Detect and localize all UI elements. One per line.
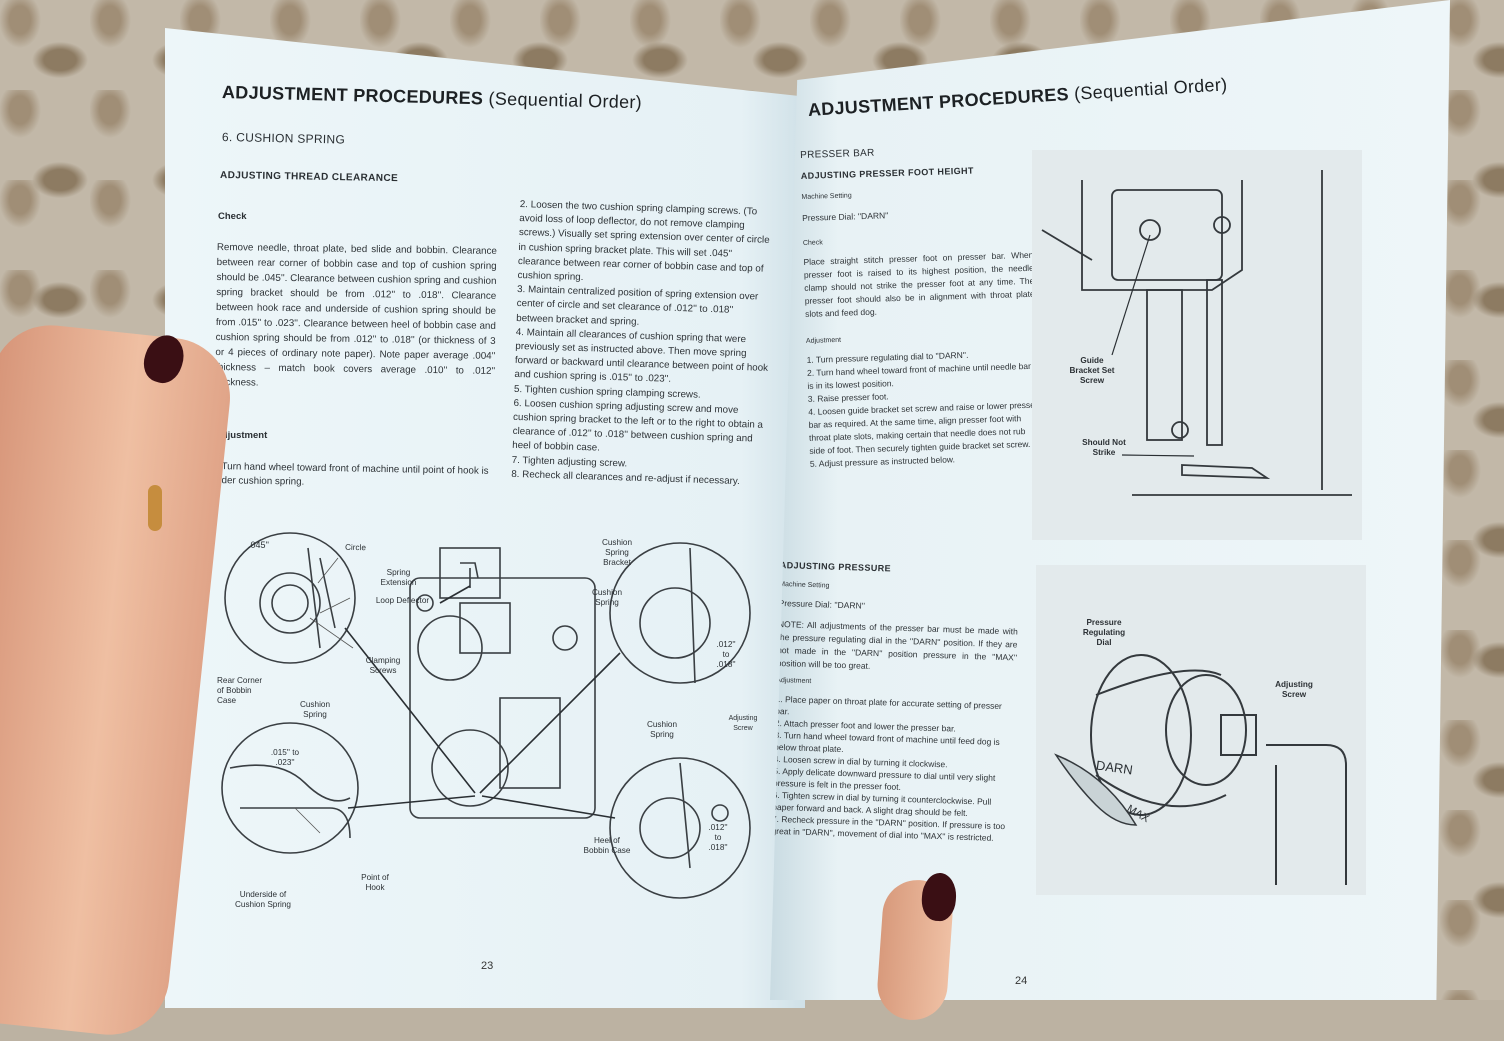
pressure-dial-label: Pressure Regulating Dial: [1082, 618, 1126, 647]
adjusting-pressure-heading: ADJUSTING PRESSURE: [779, 560, 892, 574]
check-text-right: Place straight stitch presser foot on pr…: [803, 249, 1035, 319]
step-2: 2. Loosen the two cushion spring clampin…: [517, 198, 770, 284]
left-page: ADJUSTMENT PROCEDURES (Sequential Order)…: [165, 28, 805, 1008]
check-heading-right: Check: [802, 239, 823, 247]
check-heading: Check: [218, 211, 247, 222]
cushion-spring-label: Cushion Spring: [299, 700, 331, 719]
heel-label: Heel of Bobbin Case: [583, 836, 631, 855]
right-page: ADJUSTMENT PROCEDURES (Sequential Order)…: [770, 0, 1450, 1000]
underside-label: Underside of Cushion Spring: [235, 890, 291, 909]
detail-circle-top-right: [609, 542, 751, 684]
cushion-spring-label-2: Cushion Spring: [591, 588, 623, 607]
dim-012-018-label-2: .012'' to .018'': [708, 823, 728, 852]
adjustment-heading: Adjustment: [215, 430, 268, 441]
pressure-dial-figure: [1036, 565, 1366, 895]
adjusting-screw-label: Adjusting Screw: [728, 715, 758, 732]
page-number-24: 24: [1015, 975, 1028, 987]
bracket-inset: [439, 547, 501, 599]
cushion-spring-figure: .045'': [221, 532, 751, 899]
detail-circle-bottom-right: [609, 757, 751, 899]
pressure-dial-1: Pressure Dial: ''DARN'': [801, 210, 889, 223]
right-page-title: ADJUSTMENT PROCEDURES (Sequential Order): [807, 74, 1228, 120]
presser-bar-note: NOTE: All adjustments of the presser bar…: [776, 618, 1019, 671]
point-of-hook-label: Point of Hook: [361, 873, 389, 892]
adjusting-screw-label-right: Adjusting Screw: [1275, 680, 1313, 699]
machine-setting-heading: Machine Setting: [801, 192, 852, 201]
ring: [148, 485, 162, 531]
page-number-23: 23: [481, 960, 494, 972]
clamping-screws-label: Clamping Screws: [365, 656, 401, 675]
step-1: 1. Turn hand wheel toward front of machi…: [210, 461, 489, 488]
dim-012-018-label: .012'' to .018'': [716, 640, 736, 669]
detail-circle-top-left: [224, 532, 356, 664]
adjust-steps: 1. Turn pressure regulating dial to ''DA…: [806, 349, 1038, 469]
detail-circle-bottom-left: [221, 722, 359, 854]
presser-bar-column: PRESSER BAR ADJUSTING PRESSER FOOT HEIGH…: [800, 143, 1040, 471]
adjustment-heading-right-2: Adjustment: [776, 676, 812, 686]
rear-corner-label: Rear Corner of Bobbin Case: [217, 676, 263, 705]
dim-045-label: .045'': [248, 540, 269, 550]
left-page-title: ADJUSTMENT PROCEDURES (Sequential Order): [221, 82, 643, 113]
check-text: Remove needle, throat plate, bed slide a…: [214, 241, 497, 389]
pressure-column: ADJUSTING PRESSURE Machine Setting Press…: [771, 560, 1020, 844]
spring-extension-label: Spring Extension: [380, 568, 417, 587]
cushion-spring-label-3: Cushion Spring: [646, 720, 678, 739]
cushion-spring-bracket-label: Cushion Spring Bracket: [601, 538, 633, 567]
circle-label: Circle: [344, 542, 367, 553]
dim-015-023-label: .015'' to .023'': [270, 748, 300, 767]
presser-bar-heading: PRESSER BAR: [800, 147, 875, 161]
foot-height-heading: ADJUSTING PRESSER FOOT HEIGHT: [800, 165, 975, 181]
guide-bracket-label: Guide Bracket Set Screw: [1069, 356, 1115, 385]
presser-foot-figure: [1032, 150, 1362, 540]
subsection-heading: ADJUSTING THREAD CLEARANCE: [219, 170, 399, 185]
throat-plate-body: [409, 577, 596, 819]
pressure-steps: 1. Place paper on throat plate for accur…: [771, 693, 1006, 843]
step-4: 4. Maintain all clearances of cushion sp…: [514, 326, 769, 386]
should-not-strike-label: Should Not Strike: [1082, 438, 1126, 457]
loop-deflector-label: Loop Deflector: [375, 596, 430, 605]
steps-list: 2. Loosen the two cushion spring clampin…: [511, 198, 775, 490]
pressure-dial-2: Pressure Dial: ''DARN'': [778, 597, 866, 611]
machine-setting-heading-2: Machine Setting: [779, 580, 830, 590]
section-heading: 6. CUSHION SPRING: [221, 130, 346, 147]
adjustment-heading-right: Adjustment: [805, 336, 842, 345]
step-6: 6. Loosen cushion spring adjusting screw…: [512, 397, 764, 455]
